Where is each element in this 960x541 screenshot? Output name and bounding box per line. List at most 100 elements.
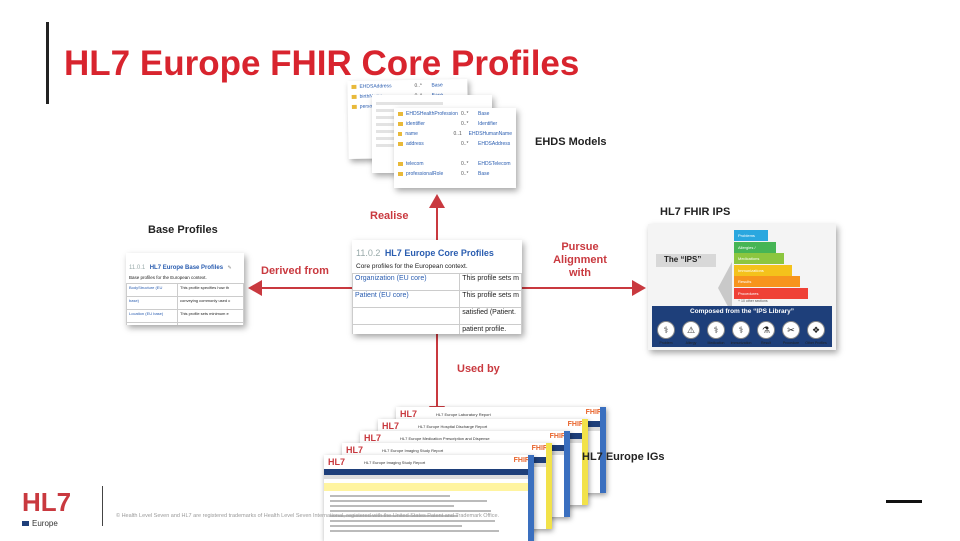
base-profile-name: Location (EU base) — [126, 309, 178, 323]
core-profile-desc: This profile sets m — [459, 290, 522, 308]
ips-library-icon-label: Procedure — [782, 341, 800, 345]
ig-text-line — [330, 510, 491, 512]
core-profile-name: Patient (EU core) — [352, 290, 461, 308]
ehds-row-card: 0..* — [414, 82, 422, 89]
core-table-row: satisfied (Patient. — [352, 307, 522, 325]
ips-library-icon-label: Problem — [659, 341, 673, 345]
core-profile-desc: This profile sets m — [459, 273, 522, 291]
base-card-subtitle: Base profiles for the European context. — [129, 275, 207, 280]
core-profile-name — [352, 307, 461, 325]
core-profile-name — [352, 324, 461, 334]
ips-step: Allergies / Intolerances — [734, 241, 776, 261]
ig-hl7-logo: HL7 — [382, 421, 400, 431]
ehds-row-name: EHDSHealthProfessional — [406, 111, 458, 117]
title-accent-bar — [46, 22, 49, 104]
edit-icon: ✎ — [227, 265, 232, 271]
ehds-row-card: 0..* — [461, 141, 469, 147]
base-profile-desc: This profile sets minimum e — [177, 309, 244, 323]
folder-icon — [398, 162, 403, 166]
ips-step: Medications — [734, 253, 784, 264]
ips-library-icon: ⚕ — [657, 321, 675, 339]
ig-side-strip — [528, 455, 534, 541]
ehds-row-name: EHDSAddress — [359, 83, 392, 90]
ips-library-icon: ❖ — [807, 321, 825, 339]
base-table-row: purpose of this guide. — [126, 322, 244, 325]
ig-fhir-logo: FHIR — [531, 445, 548, 452]
base-heading-number: 11.0.1 — [129, 265, 146, 271]
ehds-row-type: Base — [478, 171, 490, 177]
base-profile-name — [126, 322, 178, 325]
folder-icon — [351, 104, 357, 109]
ig-fhir-logo: FHIR — [549, 433, 566, 440]
eu-flag-icon — [22, 521, 29, 526]
pursue-line-3: with — [569, 267, 591, 279]
ig-fhir-logo: FHIR — [513, 457, 530, 464]
base-profile-desc: purpose of this guide. — [177, 322, 244, 325]
label-ehds-models: EHDS Models — [535, 136, 607, 148]
ehds-placeholder-line — [376, 102, 444, 105]
ig-text-line — [330, 505, 454, 507]
ig-fhir-logo: FHIR — [585, 409, 602, 416]
label-derived-from: Derived from — [261, 265, 329, 277]
core-heading-number: 11.0.2 — [356, 248, 381, 258]
footer-copyright: © Health Level Seven and HL7 are registe… — [116, 513, 500, 519]
folder-icon — [398, 132, 403, 136]
ips-library-icon: ✂ — [782, 321, 800, 339]
base-profile-name: BodyStructure (EU — [126, 283, 178, 297]
ehds-row-type: EHDSTelecom — [478, 161, 511, 167]
core-card-subtitle: Core profiles for the European context. — [356, 263, 468, 270]
ips-library-icons: ⚕Problem⚠Allergy⚕Medication⚕Immunization… — [654, 313, 830, 347]
ehds-row-name: identifier — [406, 121, 425, 127]
ig-nav-bar — [324, 475, 534, 479]
folder-icon — [398, 112, 403, 116]
ips-library-icon: ⚕ — [732, 321, 750, 339]
ips-library-icon-label: Other Profiles — [805, 341, 827, 345]
core-profile-desc: patient profile. — [459, 324, 522, 334]
page-title: HL7 Europe FHIR Core Profiles — [64, 44, 580, 83]
core-profile-desc: satisfied (Patient. — [459, 307, 522, 325]
base-card-heading: 11.0.1 HL7 Europe Base Profiles ✎ — [126, 253, 244, 274]
base-profiles-card: 11.0.1 HL7 Europe Base Profiles ✎ Base p… — [126, 253, 244, 325]
ig-title: HL7 Europe Imaging Study Report — [382, 448, 444, 453]
ig-text-line — [330, 530, 499, 532]
ehds-row-card: 0..* — [461, 121, 469, 127]
ehds-row-type: EHDSHumanName — [468, 131, 512, 137]
ig-text-line — [330, 495, 450, 497]
label-hl7-fhir-ips: HL7 FHIR IPS — [660, 206, 731, 218]
ig-side-strip — [546, 443, 552, 529]
ehds-row-card: 0..* — [461, 111, 469, 117]
ehds-row-type: Base — [478, 111, 490, 117]
the-ips-label: The “IPS” — [664, 255, 702, 264]
the-ips-banner — [656, 254, 716, 267]
label-realise: Realise — [370, 210, 409, 222]
base-profile-desc: conveying commonly used c — [177, 296, 244, 310]
core-table-row: patient profile. — [352, 324, 522, 334]
folder-icon — [398, 122, 403, 126]
ips-library-icon: ⚗ — [757, 321, 775, 339]
base-heading-title: HL7 Europe Base Profiles — [149, 265, 224, 271]
ig-side-strip — [600, 407, 606, 493]
folder-icon — [398, 172, 403, 176]
ig-highlight-band — [324, 483, 534, 491]
ig-fhir-logo: FHIR — [567, 421, 584, 428]
folder-icon — [351, 94, 357, 99]
ehds-row-name: name — [405, 131, 418, 137]
ig-side-strip — [564, 431, 570, 517]
footer-logo-hl7: HL7 — [22, 487, 72, 517]
ig-hl7-logo: HL7 — [364, 433, 382, 443]
ips-step: Problems — [734, 230, 768, 241]
ips-library-icon: ⚠ — [682, 321, 700, 339]
ehds-row-card: 0..* — [461, 171, 469, 177]
ips-more-sections: + 10 other sections — [738, 299, 768, 303]
core-heading-title: HL7 Europe Core Profiles — [384, 248, 494, 258]
